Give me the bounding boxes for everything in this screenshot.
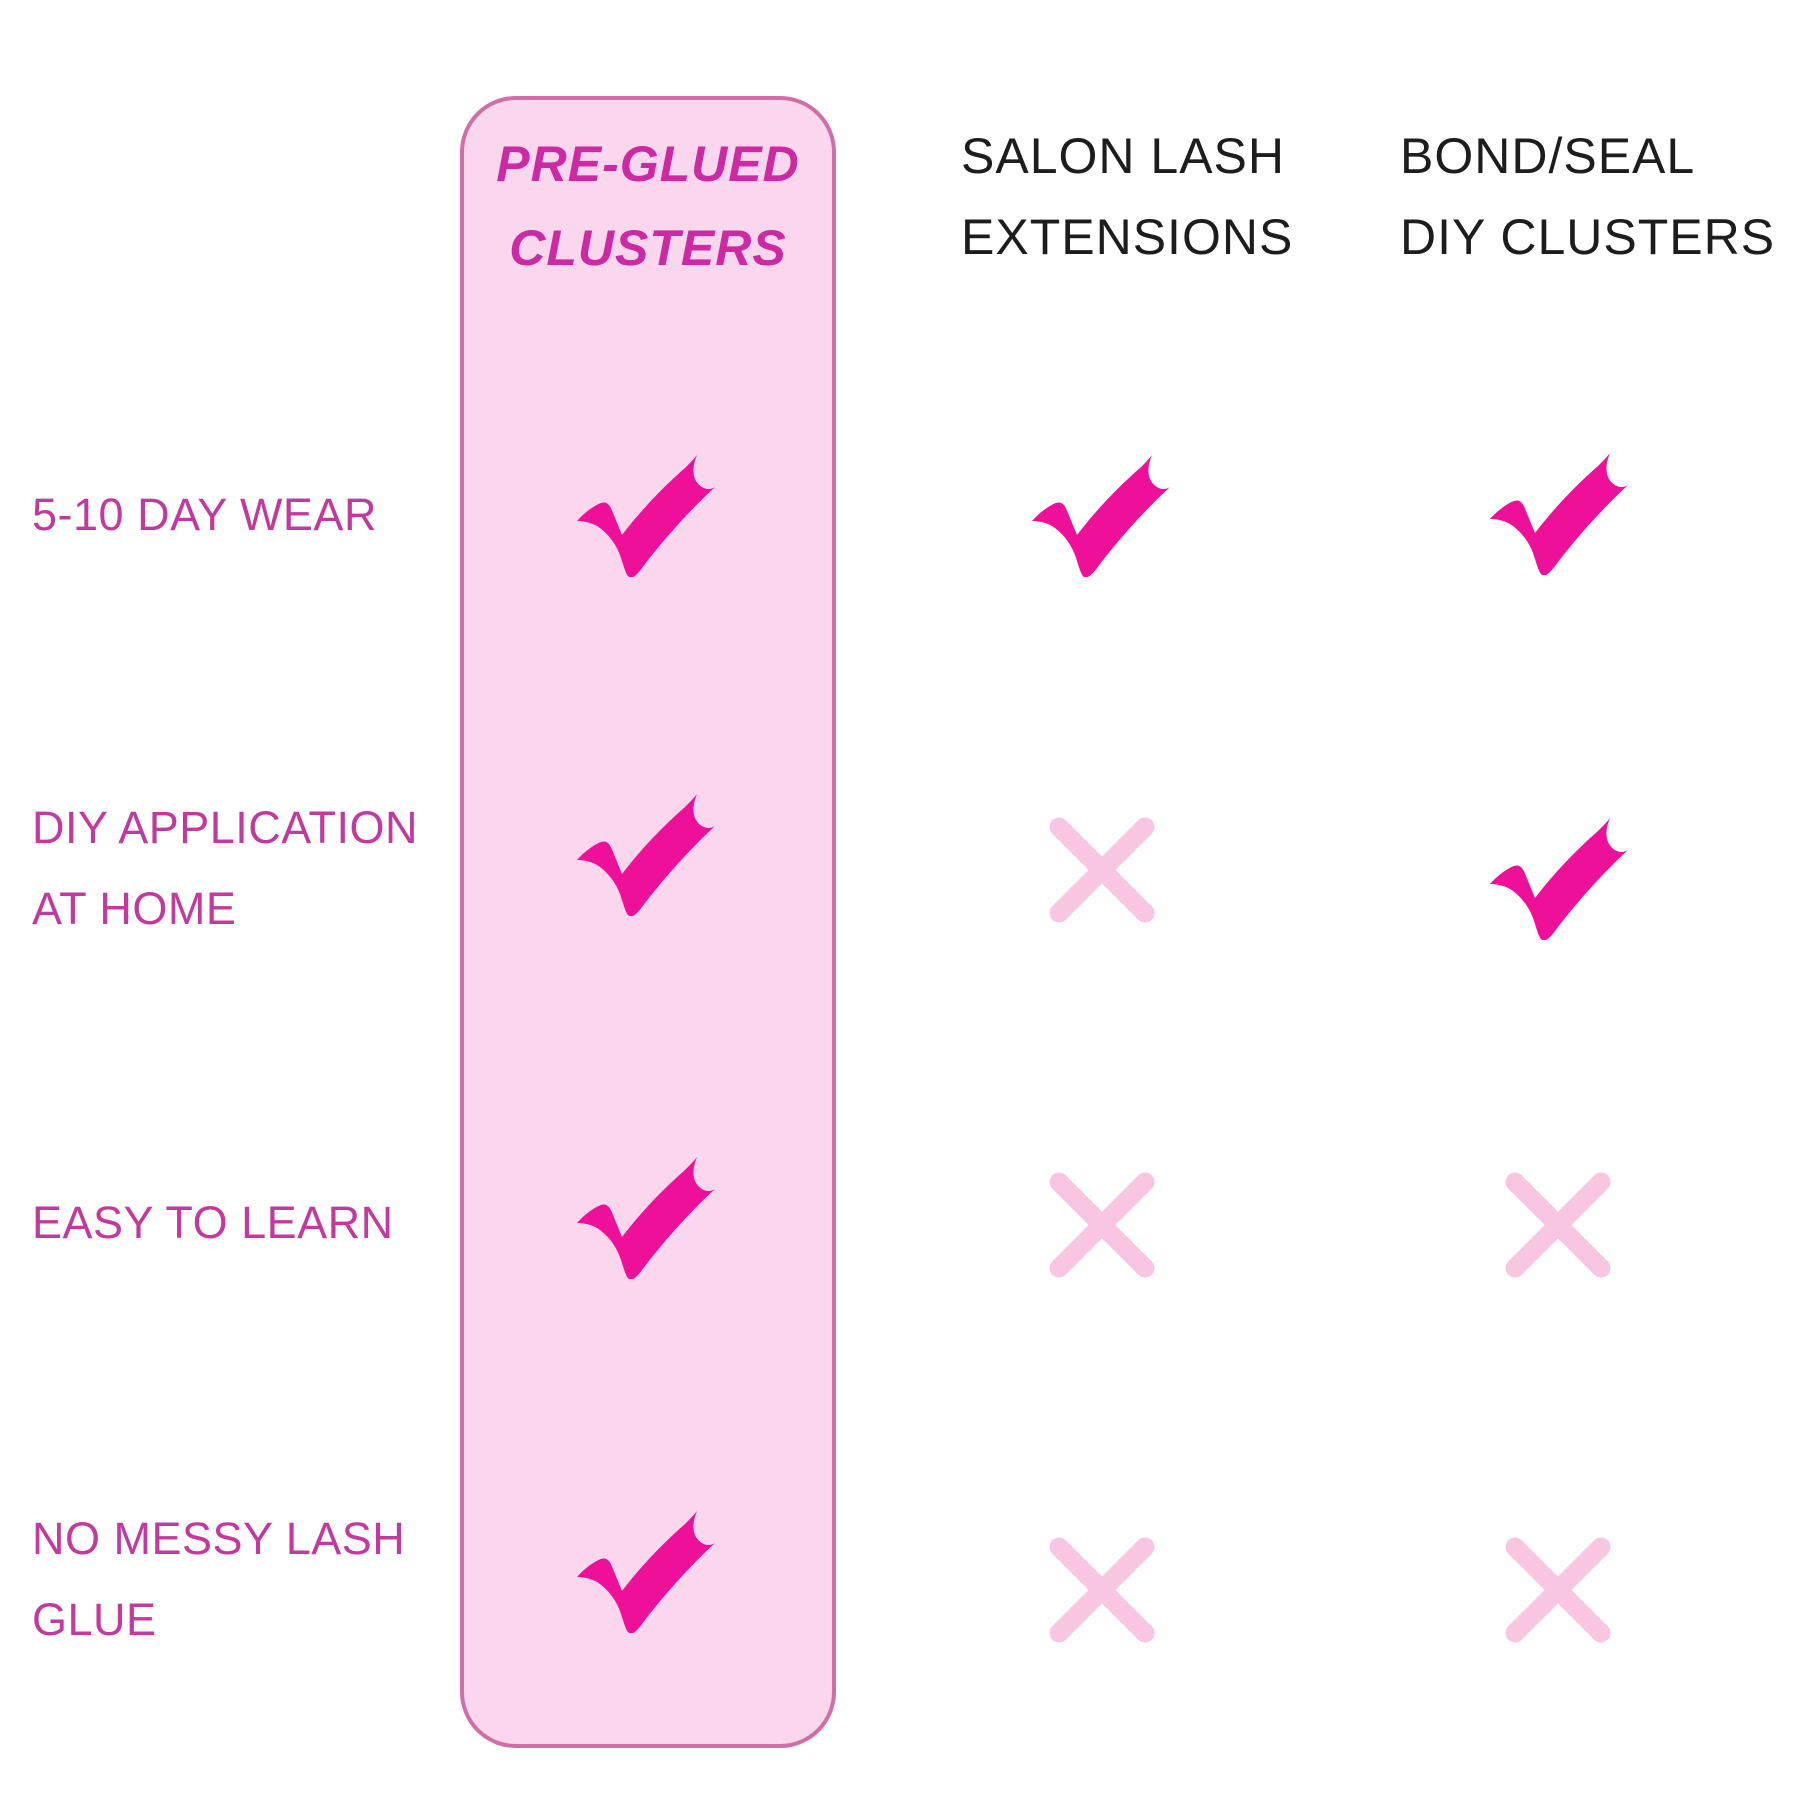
column-header-line: EXTENSIONS [961,209,1294,265]
row-label-line: NO MESSY LASH [32,1513,406,1564]
column-header-line: DIY CLUSTERS [1400,209,1776,265]
cross-icon [1045,813,1159,927]
row-label-line: EASY TO LEARN [32,1197,394,1248]
column-header-line: BOND/SEAL [1400,128,1696,184]
column-header-bond-seal-diy-clusters: BOND/SEAL DIY CLUSTERS [1400,116,1775,278]
column-header-salon-lash-extensions: SALON LASH EXTENSIONS [961,116,1293,278]
row-label-line: 5-10 DAY WEAR [32,489,377,540]
row-label-line: GLUE [32,1594,157,1645]
row-label-no-messy-lash-glue: NO MESSY LASH GLUE [32,1498,405,1660]
check-icon [575,455,715,577]
column-header-line: CLUSTERS [509,220,787,276]
cross-icon [1501,1533,1615,1647]
column-header-line: PRE-GLUED [496,136,800,192]
check-icon [575,794,715,916]
check-icon [1488,453,1628,575]
row-label-line: DIY APPLICATION [32,802,418,853]
highlighted-column-panel [460,96,836,1748]
row-label-5-10-day-wear: 5-10 DAY WEAR [32,474,377,555]
row-label-line: AT HOME [32,883,237,934]
row-label-easy-to-learn: EASY TO LEARN [32,1182,394,1263]
column-header-line: SALON LASH [961,128,1286,184]
check-icon [1030,455,1170,577]
check-icon [575,1511,715,1633]
column-header-pre-glued-clusters: PRE-GLUED CLUSTERS [460,122,836,290]
check-icon [1488,818,1628,940]
cross-icon [1045,1533,1159,1647]
cross-icon [1501,1168,1615,1282]
cross-icon [1045,1168,1159,1282]
check-icon [575,1157,715,1279]
row-label-diy-application-at-home: DIY APPLICATION AT HOME [32,787,418,949]
